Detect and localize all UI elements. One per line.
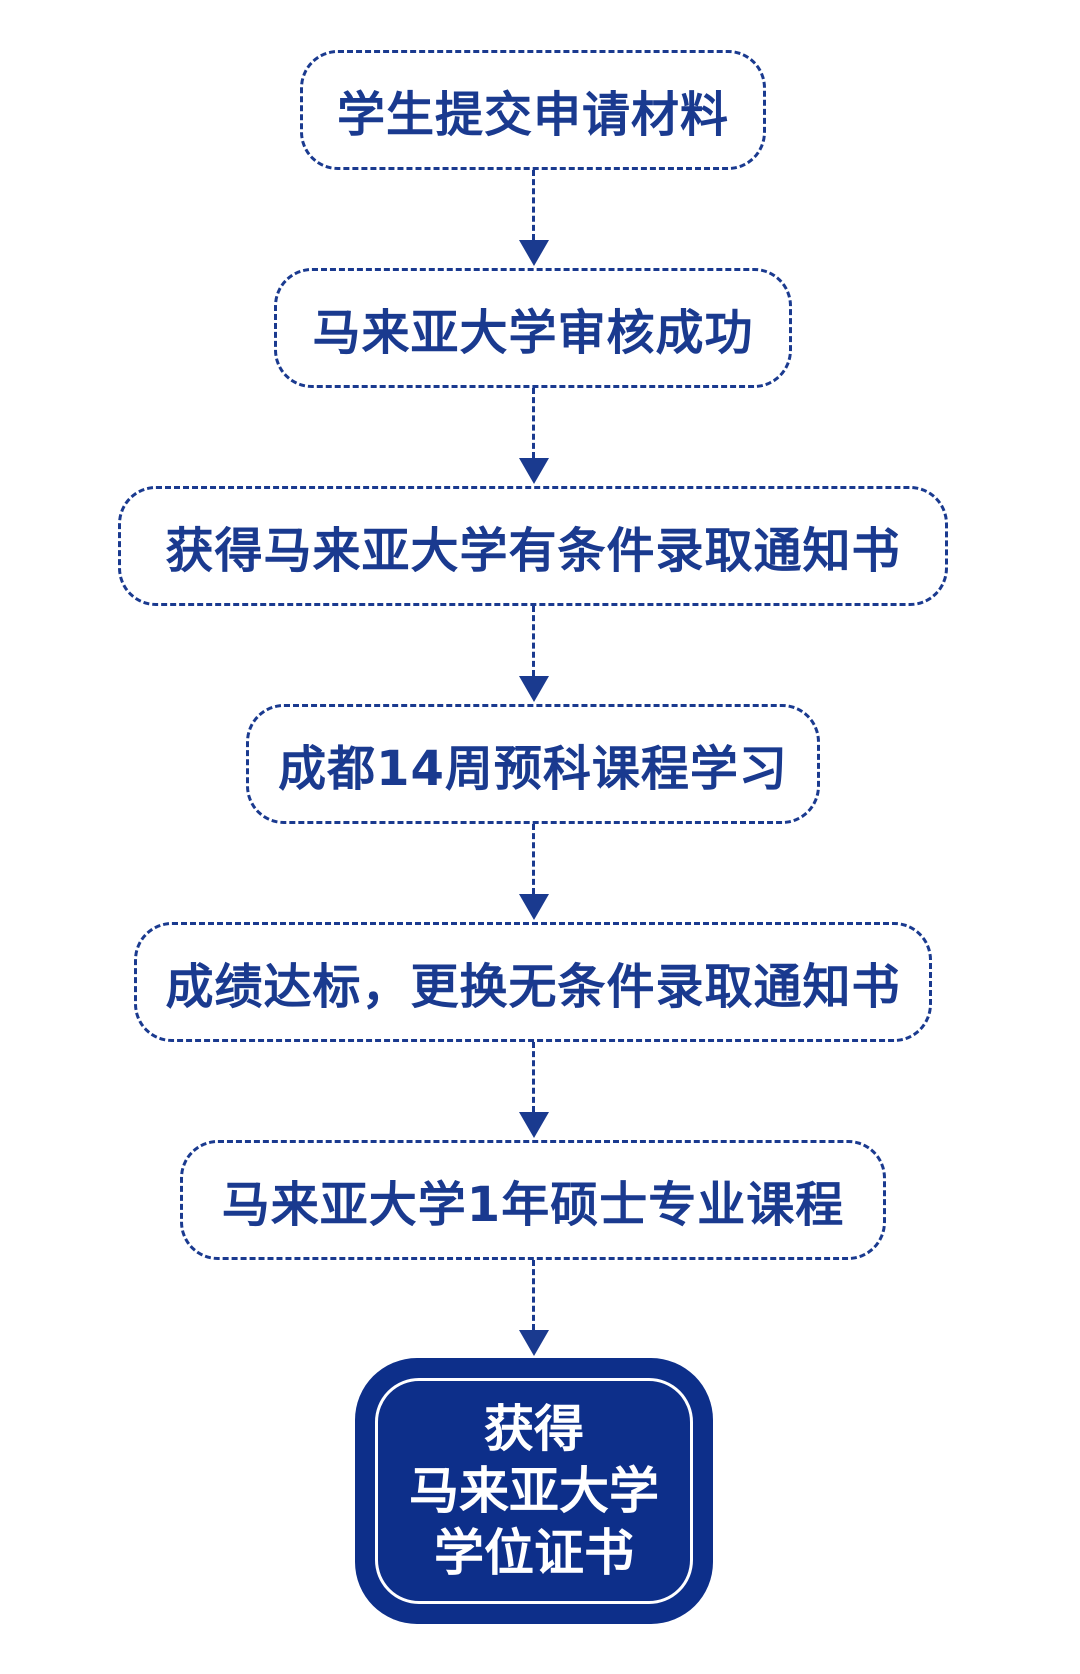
step-label: 成都14周预科课程学习 xyxy=(278,741,788,797)
step-masters-program: 马来亚大学1年硕士专业课程 xyxy=(180,1140,886,1260)
step-label: 马来亚大学1年硕士专业课程 xyxy=(221,1177,845,1233)
step-unconditional-offer: 成绩达标，更换无条件录取通知书 xyxy=(134,922,932,1042)
connector-line xyxy=(532,1042,535,1112)
arrow-down-icon xyxy=(519,676,549,702)
arrow-down-icon xyxy=(519,458,549,484)
final-inner-frame: 获得 马来亚大学 学位证书 xyxy=(375,1378,693,1604)
step-label: 马来亚大学审核成功 xyxy=(312,305,754,361)
final-line-university: 马来亚大学 xyxy=(409,1462,659,1520)
arrow-down-icon xyxy=(519,240,549,266)
step-conditional-offer: 获得马来亚大学有条件录取通知书 xyxy=(118,486,948,606)
step-label: 获得马来亚大学有条件录取通知书 xyxy=(165,523,901,579)
arrow-down-icon xyxy=(519,894,549,920)
final-line-obtain: 获得 xyxy=(484,1400,584,1458)
connector-line xyxy=(532,606,535,676)
arrow-down-icon xyxy=(519,1112,549,1138)
connector-line xyxy=(532,1260,535,1330)
connector-line xyxy=(532,388,535,458)
arrow-down-icon xyxy=(519,1330,549,1356)
connector-line xyxy=(532,170,535,240)
step-label: 成绩达标，更换无条件录取通知书 xyxy=(165,959,901,1015)
step-foundation-course: 成都14周预科课程学习 xyxy=(246,704,820,824)
final-line-certificate: 学位证书 xyxy=(434,1524,634,1582)
step-label: 学生提交申请材料 xyxy=(336,87,729,143)
step-review-success: 马来亚大学审核成功 xyxy=(274,268,792,388)
connector-line xyxy=(532,824,535,894)
final-degree-certificate: 获得 马来亚大学 学位证书 xyxy=(355,1358,713,1624)
step-submit-application: 学生提交申请材料 xyxy=(300,50,766,170)
